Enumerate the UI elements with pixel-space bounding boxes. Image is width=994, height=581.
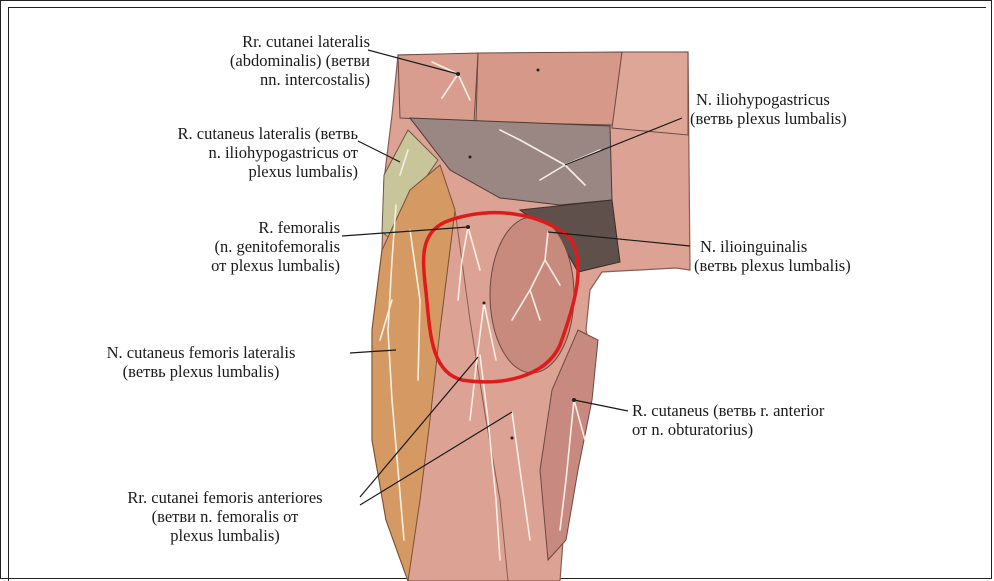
abdominal-panel-right [612,52,688,135]
label-n-ilioinguinalis: N. ilioinguinalis (ветвь plexus lumbalis… [694,237,944,275]
label-rr-cutanei-lateralis: Rr. cutanei lateralis (abdominalis) (вет… [140,32,370,89]
label-r-cutaneus-obturatorius: R. cutaneus (ветвь r. anterior от n. obt… [632,401,932,439]
label-r-cutaneus-lateralis: R. cutaneus lateralis (ветвь n. iliohypo… [60,124,358,181]
label-n-cutaneus-femoris-lateralis: N. cutaneus femoris lateralis (ветвь ple… [54,343,348,381]
abdominal-panel-mid [476,52,622,125]
label-rr-cutanei-femoris-anteriores: Rr. cutanei femoris anteriores (ветви n.… [92,488,358,545]
label-r-femoralis: R. femoralis (n. genitofemoralis от plex… [140,218,340,275]
label-n-iliohypogastricus: N. iliohypogastricus (ветвь plexus lumba… [690,90,940,128]
abdominal-panel-left [398,53,478,122]
